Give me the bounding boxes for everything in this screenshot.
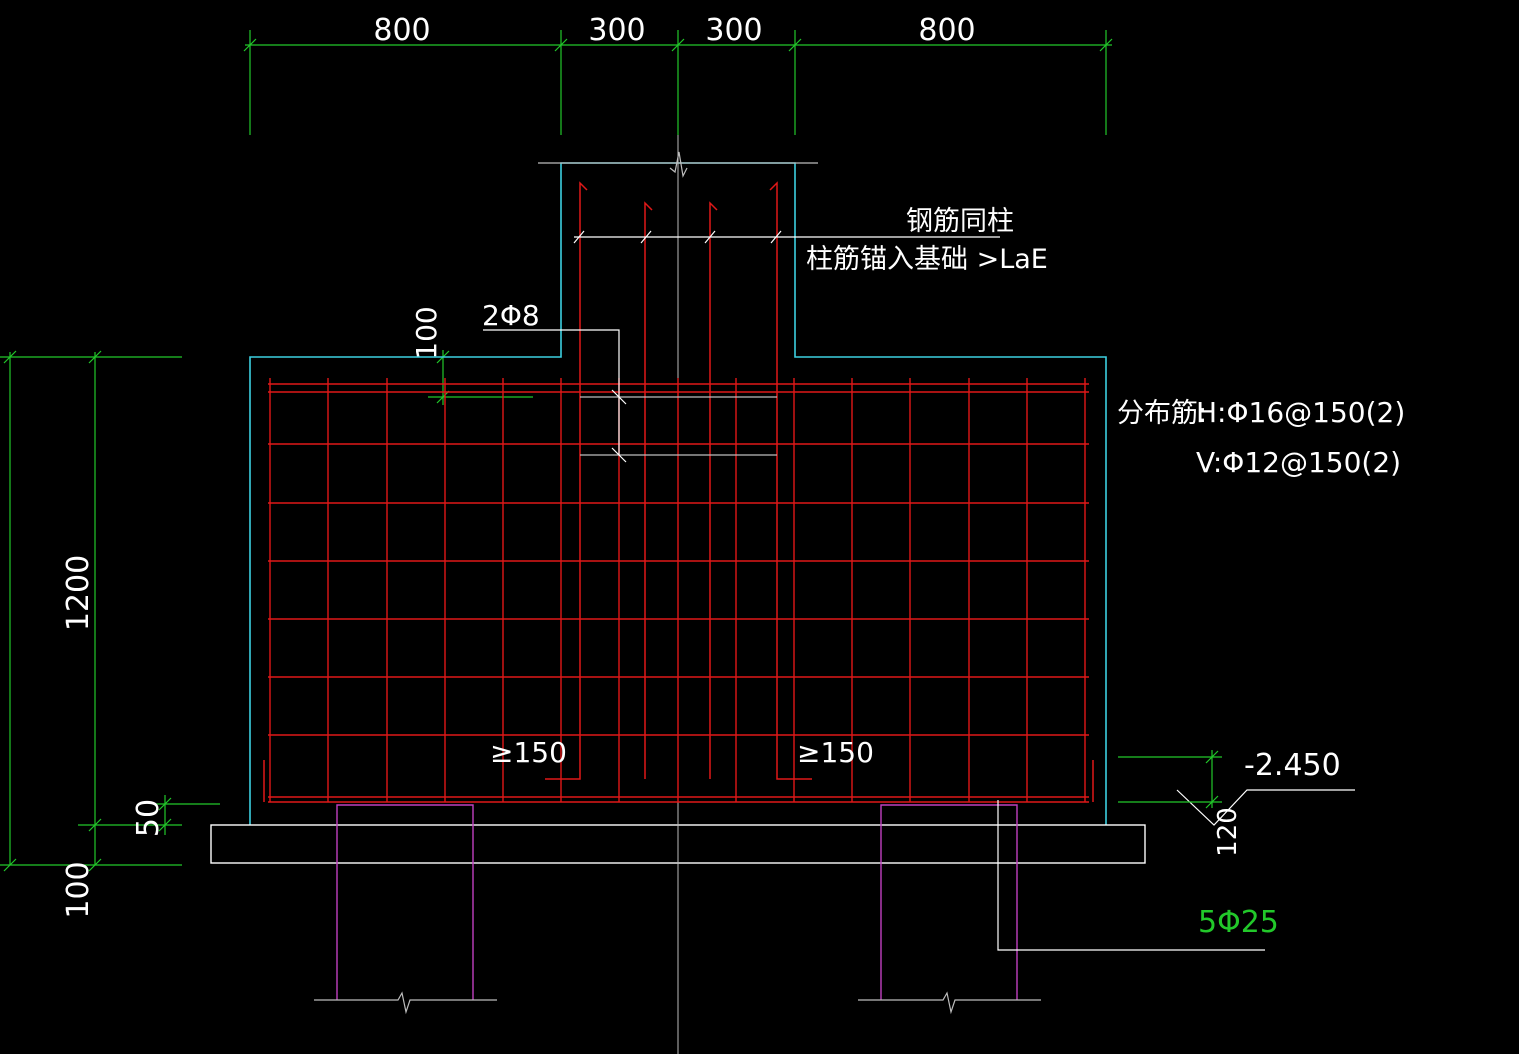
dim-top-300-right: 300	[705, 13, 762, 48]
elevation-marker	[1118, 750, 1355, 826]
dim-top-300-left: 300	[588, 13, 645, 48]
label-rebar-same-as-column: 钢筋同柱	[906, 206, 1014, 237]
break-symbol	[669, 151, 688, 178]
label-elevation: -2.450	[1244, 748, 1341, 783]
leader-lines	[483, 230, 1265, 951]
dim-left-100: 100	[61, 861, 96, 918]
pile-left	[336, 804, 474, 1000]
column-rebar	[263, 181, 1094, 803]
label-pile-rebar-5phi25: 5Φ25	[1198, 905, 1279, 940]
dim-top-800-right: 800	[918, 13, 975, 48]
label-elev-120: 120	[1213, 807, 1243, 857]
label-min-150-right: ≥150	[797, 736, 874, 769]
rebar-mesh	[268, 378, 1089, 802]
dim-left-1200: 1200	[61, 555, 96, 631]
top-dimension-chain	[243, 30, 1113, 135]
pile-right	[880, 804, 1018, 1000]
stirrup-2phi8	[580, 396, 777, 456]
label-distribution-title: 分布筋:	[1117, 398, 1207, 429]
label-column-rebar-anchor: 柱筋锚入基础 >LaE	[806, 244, 1048, 275]
pile-break-lines	[314, 991, 1041, 1015]
dim-top-800-left: 800	[373, 13, 430, 48]
label-distribution-v: V:Φ12@150(2)	[1196, 446, 1401, 479]
label-stirrup-2phi8: 2Φ8	[482, 299, 540, 332]
label-distribution-h: H:Φ16@150(2)	[1196, 396, 1405, 429]
dim-left-50: 50	[131, 799, 166, 837]
label-min-150-left: ≥150	[490, 736, 567, 769]
dim-cover-100: 100	[410, 306, 443, 359]
